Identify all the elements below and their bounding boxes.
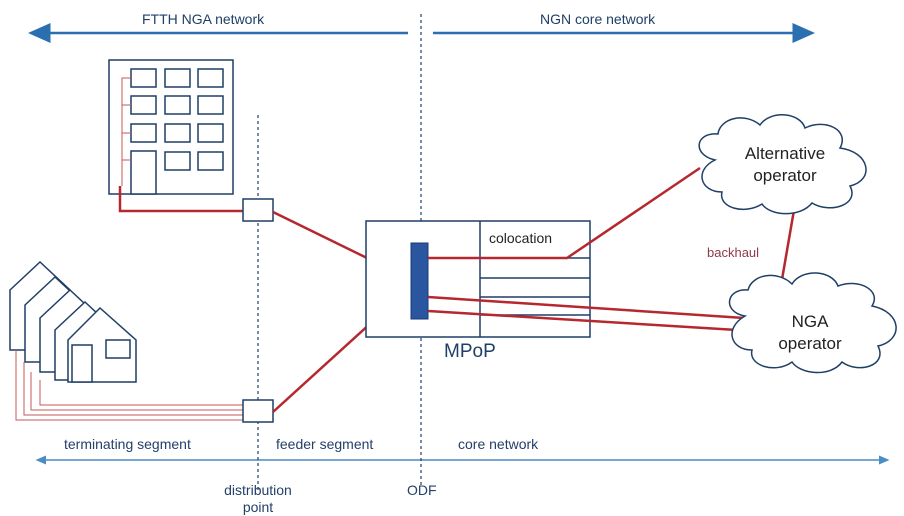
nga-operator-fiber-1 (427, 295, 776, 322)
nga-operator-line2: operator (778, 334, 842, 353)
distribution-point-box-bottom (242, 399, 274, 423)
houses (9, 260, 137, 383)
alternative-operator-label: Alternative operator (720, 143, 850, 187)
alternative-operator-line2: operator (753, 166, 817, 185)
core-network-label: core network (458, 436, 539, 452)
distribution-point-line2: point (242, 499, 274, 515)
feeder-segment-label: feeder segment (276, 436, 374, 452)
nga-operator-cloud (728, 272, 897, 374)
alternative-operator-line1: Alternative (744, 144, 826, 163)
ngn-core-network-label: NGN core network (540, 11, 656, 27)
backhaul-label: backhaul (707, 245, 760, 260)
mpop-label: MPoP (444, 341, 496, 362)
building-drop-fiber (118, 186, 246, 213)
apartment-building (108, 59, 234, 195)
nga-operator-line1: NGA (791, 312, 829, 331)
distribution-point-label: distribution point (212, 482, 304, 516)
distribution-point-box-top (242, 198, 274, 222)
colocation-label: colocation (489, 230, 553, 246)
alternative-operator-cloud (698, 114, 867, 215)
ftth-nga-network-label: FTTH NGA network (142, 11, 265, 27)
odf-label: ODF (407, 482, 437, 498)
terminating-segment-label: terminating segment (64, 436, 191, 452)
house-drop-fibers (15, 350, 246, 421)
alt-operator-fiber (428, 166, 701, 260)
distribution-point-line1: distribution (224, 482, 292, 498)
nga-operator-fiber-2 (427, 309, 738, 332)
nga-operator-label: NGA operator (755, 311, 865, 355)
odf-bar (410, 242, 429, 320)
